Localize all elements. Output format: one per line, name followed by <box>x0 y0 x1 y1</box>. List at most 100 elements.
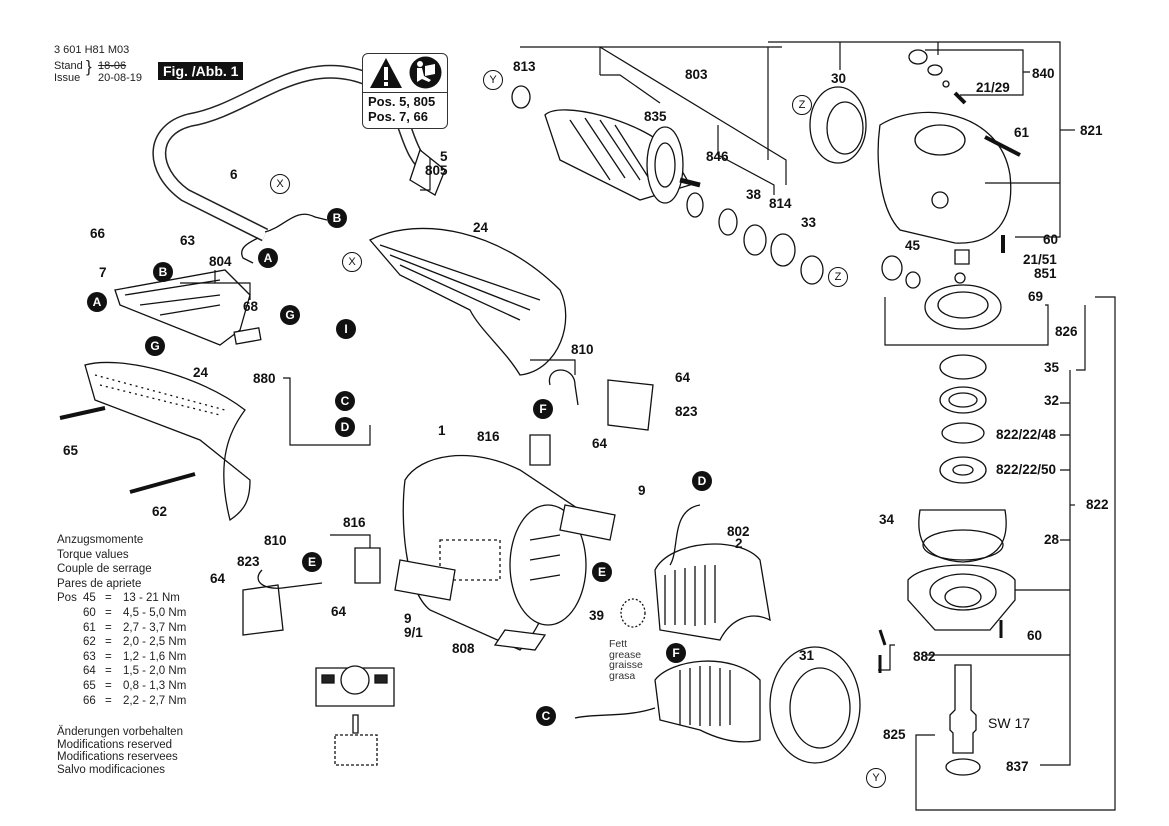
part-label-837: 837 <box>1006 759 1029 774</box>
switch-housing <box>115 270 250 345</box>
connector-B-cord: B <box>327 208 347 228</box>
part-label-835: 835 <box>644 109 667 124</box>
part-label-813: 813 <box>513 59 536 74</box>
grease-de: Fett <box>609 638 628 650</box>
torque-range: 1,5 - 2,0 Nm <box>123 665 187 678</box>
torque-values-table: Anzugsmomente Torque values Couple de se… <box>57 533 186 708</box>
field-coil-upper <box>655 544 770 640</box>
part-label-808: 808 <box>452 641 475 656</box>
part-label-62: 62 <box>152 504 168 519</box>
part-label-840: 840 <box>1032 66 1055 81</box>
part-label-24-bottom: 24 <box>193 365 209 380</box>
part-label-9-1: 9/1 <box>404 625 423 640</box>
warning-line-2: Pos. 7, 66 <box>368 109 428 124</box>
read-manual-icon <box>409 56 442 89</box>
part-label-7: 7 <box>99 265 107 280</box>
part-label-33: 33 <box>801 215 817 230</box>
connector-G-wire: G <box>280 305 300 325</box>
part-label-816-top: 816 <box>477 429 500 444</box>
torque-pos: 61 <box>83 621 96 634</box>
connector-E-brush: E <box>302 552 322 572</box>
part-label-60-top: 60 <box>1043 232 1059 247</box>
part-label-9-bottom: 9 <box>404 611 412 626</box>
connector-I: I <box>336 319 356 339</box>
bevel-pinion-30 <box>810 87 866 163</box>
part-label-5: 5 <box>440 149 448 164</box>
torque-row: Pos 45 = 13 - 21 Nm <box>57 591 186 606</box>
handle-half-bottom <box>85 362 250 520</box>
part-label-30: 30 <box>831 71 847 86</box>
connector-Z-bearing: Z <box>828 267 848 287</box>
part-label-822-22-48: 822/22/48 <box>996 427 1057 442</box>
fan-baffle <box>770 647 860 763</box>
part-label-66: 66 <box>90 226 106 241</box>
torque-eq: = <box>105 636 112 649</box>
torque-pos: 63 <box>83 650 96 663</box>
part-label-804: 804 <box>209 254 232 269</box>
issue-date: 20-08-19 <box>98 72 143 84</box>
torque-eq: = <box>105 679 112 692</box>
safety-warning-box: Pos. 5, 805 Pos. 7, 66 <box>362 53 448 129</box>
spindle <box>950 665 976 753</box>
torque-eq: = <box>105 694 112 707</box>
connector-A-switch: A <box>87 292 107 312</box>
torque-range: 2,2 - 2,7 Nm <box>123 694 187 707</box>
connector-Z-gear: Z <box>792 95 812 115</box>
connector-G-switch: G <box>145 336 165 356</box>
part-label-35: 35 <box>1044 360 1060 375</box>
grease-en: grease <box>609 648 642 661</box>
stand-label: Stand <box>54 60 83 72</box>
pos-label: Pos <box>57 592 77 605</box>
modifications-en: Modifications reserved <box>57 738 173 751</box>
part-label-823-bottom: 823 <box>237 554 260 569</box>
torque-range: 1,2 - 1,6 Nm <box>123 650 187 663</box>
torque-range: 13 - 21 Nm <box>123 592 180 605</box>
part-label-31: 31 <box>799 648 815 663</box>
plug <box>410 150 445 195</box>
modifications-note: Änderungen vorbehalten Modifications res… <box>57 726 183 776</box>
part-label-68: 68 <box>243 299 259 314</box>
modifications-de: Änderungen vorbehalten <box>57 726 183 738</box>
bearing-flange <box>908 565 1015 630</box>
connector-X-handle: X <box>342 252 362 272</box>
part-label-9-top: 9 <box>638 483 646 498</box>
torque-eq: = <box>105 606 112 619</box>
wrench-size-label: SW 17 <box>988 715 1031 731</box>
issue-label: Issue <box>54 72 81 84</box>
torque-row: 64 = 1,5 - 2,0 Nm <box>57 664 186 679</box>
old-date: 18-06 <box>98 60 127 72</box>
torque-pos: 65 <box>83 679 96 692</box>
connector-B-switch: B <box>153 262 173 282</box>
torque-pos: 45 <box>83 592 96 605</box>
connector-Y-bearing: Y <box>483 70 503 90</box>
torque-row: 60=4,5 - 5,0 Nm <box>57 606 186 621</box>
part-label-826: 826 <box>1055 324 1078 339</box>
torque-pos: 64 <box>83 665 96 678</box>
part-label-39: 39 <box>589 608 605 623</box>
part-label-24-top: 24 <box>473 220 489 235</box>
modifications-es: Salvo modificaciones <box>57 763 166 776</box>
part-label-814: 814 <box>769 196 792 211</box>
connector-F-brush: F <box>533 399 553 419</box>
part-label-34: 34 <box>879 512 895 527</box>
part-label-810-bottom: 810 <box>264 533 287 548</box>
document-number: 3 601 H81 M03 <box>54 44 130 56</box>
screw-62 <box>130 474 195 492</box>
part-label-825: 825 <box>883 727 906 742</box>
part-label-803: 803 <box>685 67 708 82</box>
part-label-802: 802 <box>727 524 750 539</box>
part-label-810-top: 810 <box>571 342 594 357</box>
torque-title-es: Pares de apriete <box>57 577 142 590</box>
torque-range: 2,0 - 2,5 Nm <box>123 636 187 649</box>
torque-eq: = <box>105 665 112 678</box>
torque-title-de: Anzugsmomente <box>57 534 144 546</box>
brace-icon: } <box>86 57 92 76</box>
torque-row: 63=1,2 - 1,6 Nm <box>57 650 186 665</box>
part-label-846: 846 <box>706 149 729 164</box>
connector-F-coil: F <box>666 643 686 663</box>
torque-pos: 66 <box>83 694 96 707</box>
part-label-882: 882 <box>913 649 936 664</box>
torque-eq: = <box>105 592 112 605</box>
torque-range: 2,7 - 3,7 Nm <box>123 621 187 634</box>
